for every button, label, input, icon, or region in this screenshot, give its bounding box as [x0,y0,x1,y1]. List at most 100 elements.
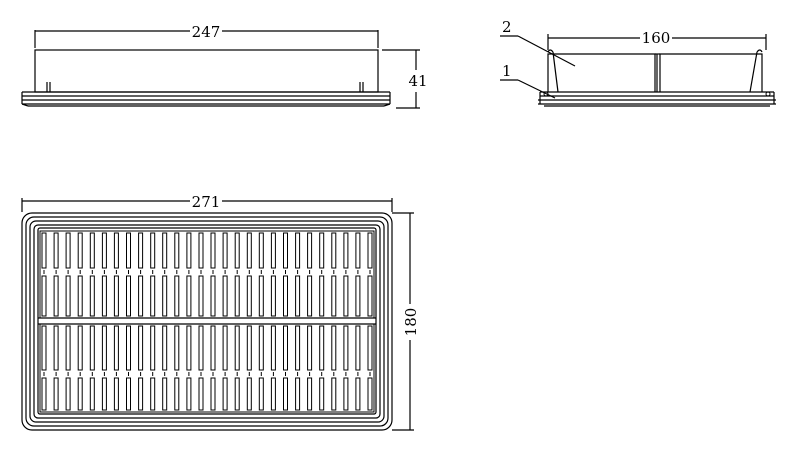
center-divider [38,317,376,325]
pleat-bar [319,325,325,371]
section-right-chamber [659,53,763,92]
pleat-bar [295,325,301,371]
pleat-bar [138,275,144,317]
callout-1-label: 1 [502,62,512,80]
pleat-bar [174,275,180,317]
pleat-bar [270,377,276,411]
pleat-bar [343,232,349,269]
pleat-bar [307,275,313,317]
pleat-bar [343,325,349,371]
pleat-bar [41,325,47,371]
pleat-bar [222,377,228,411]
pleat-bar [210,232,216,269]
side-height-dimension: 41 [382,49,428,109]
pleat-bar [138,232,144,269]
pleat-bar [89,232,95,269]
pleat-bar [89,325,95,371]
pleat-bar [295,377,301,411]
pleat-bar [246,377,252,411]
pleat-bar [77,232,83,269]
pleat-bar [367,275,373,317]
pleat-bar [77,377,83,411]
pleat-bar [150,377,156,411]
pleat-grid [39,230,375,413]
pleat-bar [53,275,59,317]
pleat-bar [53,232,59,269]
pleat-bar [331,275,337,317]
pleat-bar [234,275,240,317]
pleat-bar [186,325,192,371]
pleat-bar [162,325,168,371]
pleat-bar [283,377,288,411]
pleat-bar [186,232,192,269]
pleat-bar [295,232,301,269]
pleat-bar [41,275,47,317]
pleat-bar [222,325,228,371]
top-length-dimension: 271 [21,193,393,212]
pleat-bar [355,325,361,371]
pleat-bar [246,325,252,371]
pleat-bar [138,325,144,371]
pleat-bar [246,275,252,317]
pleat-bar [174,325,180,371]
callout-2-label: 2 [502,18,512,36]
pleat-bar [258,325,264,371]
side-length-dimension: 247 [34,23,379,48]
section-left-chamber [547,53,656,92]
section-width-label: 160 [642,29,671,47]
pleat-bar [319,377,325,411]
pleat-bar [319,232,325,269]
pleat-bar [150,275,156,317]
pleat-bar [65,377,71,411]
pleat-bar [331,325,337,371]
pleat-bar [234,325,240,371]
pleat-bar [186,275,192,317]
top-inner-frame [37,227,377,415]
pleat-bar [355,232,361,269]
pleat-bar [258,232,264,269]
top-view: 271 180 [21,193,420,431]
pleat-bar [113,377,119,411]
pleat-bar [307,377,313,411]
pleat-bar [138,377,144,411]
pleat-bar [65,275,71,317]
pleat-bar [283,232,288,269]
pleat-bar [65,232,71,269]
top-width-dimension: 180 [392,212,420,431]
pleat-bar [295,275,301,317]
pleat-bar [367,377,373,411]
pleat-bar [222,232,228,269]
pleat-bar [150,232,156,269]
pleat-bar [367,325,373,371]
pleat-bar [65,325,71,371]
pleat-bar [331,232,337,269]
section-width-dimension: 160 [547,29,767,50]
pleat-bar [53,325,59,371]
pleat-bar [101,325,107,371]
pleat-bar [210,275,216,317]
section-view: 160 2 1 [500,18,776,107]
pleat-bar [198,325,204,371]
side-length-label: 247 [192,23,221,41]
pleat-bar [210,377,216,411]
side-view: 247 41 [21,23,428,109]
pleat-bar [101,275,107,317]
callout-1: 1 [500,62,556,99]
pleat-bar [222,275,228,317]
pleat-bar [198,275,204,317]
side-flange [21,91,391,107]
pleat-bar [126,232,131,269]
pleat-bar [126,325,131,371]
pleat-bar [343,275,349,317]
pleat-bar [126,377,131,411]
pleat-bar [186,377,192,411]
top-width-label: 180 [402,308,420,337]
pleat-bar [77,275,83,317]
pleat-bar [53,377,59,411]
side-frame-body [34,49,379,93]
pleat-bar [343,377,349,411]
pleat-bar [270,232,276,269]
pleat-bar [319,275,325,317]
top-outer-frame [21,212,393,431]
